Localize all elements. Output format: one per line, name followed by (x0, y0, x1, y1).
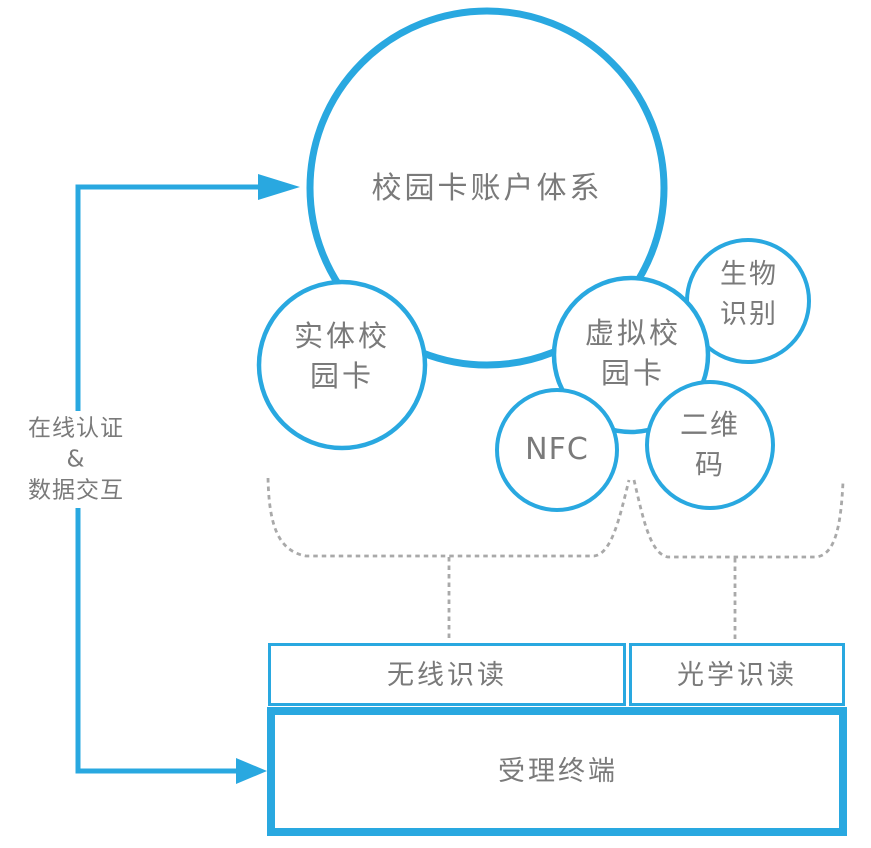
auth-flow-line-top (75, 184, 262, 411)
virtual-card-label: 虚拟校 园卡 (584, 316, 681, 390)
wireless-reader-box (268, 643, 626, 706)
optical-reader-box (629, 643, 845, 706)
arrowhead-to-account-system-icon (258, 174, 300, 200)
nfc-circle (495, 388, 619, 512)
account-system-label: 校园卡账户体系 (371, 170, 603, 206)
auth-flow-line-bottom (75, 508, 240, 774)
biometric-label: 生物 识别 (720, 259, 778, 330)
nfc-label: NFC (525, 431, 589, 467)
terminal-label: 受理终端 (498, 755, 618, 787)
wireless-group-brace (266, 477, 631, 558)
online-auth-label: 在线认证 & 数据交互 (28, 415, 124, 504)
account-system-circle (306, 7, 668, 369)
arrowhead-to-terminal-icon (236, 758, 267, 784)
physical-card-circle (256, 279, 428, 451)
physical-card-label: 实体校 园卡 (293, 319, 390, 393)
optical-reader-label: 光学识读 (677, 659, 797, 691)
qr-code-label: 二维 码 (679, 408, 740, 481)
virtual-card-circle (551, 275, 711, 435)
wireless-reader-label: 无线识读 (387, 659, 507, 691)
terminal-box (267, 707, 847, 836)
qr-code-circle (645, 380, 775, 510)
optical-group-brace (632, 479, 845, 559)
